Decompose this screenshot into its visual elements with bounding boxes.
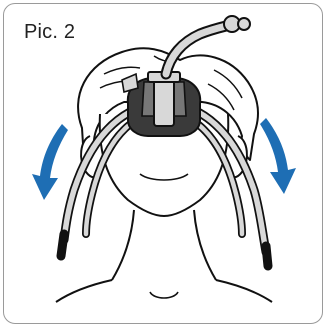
figure-caption: Pic. 2 bbox=[24, 21, 75, 44]
left-strap-tip bbox=[61, 234, 64, 256]
neck bbox=[112, 210, 216, 280]
mask-fitting-illustration bbox=[4, 4, 323, 324]
collarbone bbox=[150, 292, 178, 298]
figure-panel: Pic. 2 bbox=[3, 3, 323, 324]
right-arrow bbox=[260, 118, 296, 194]
right-strap-tip bbox=[266, 246, 268, 266]
mask-connector bbox=[154, 78, 174, 126]
left-arrow bbox=[32, 124, 68, 200]
